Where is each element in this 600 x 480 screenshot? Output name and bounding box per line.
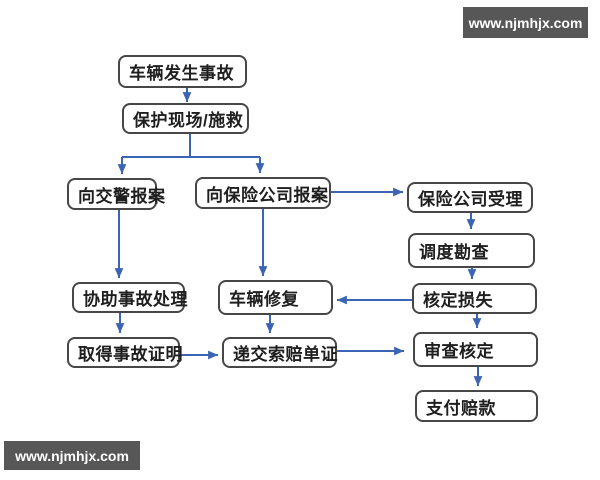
flow-node-insurer-accept: 保险公司受理	[407, 182, 533, 213]
flow-node-submit-claim-docs: 递交索赔单证	[222, 337, 338, 368]
watermark-top-right: www.njmhjx.com	[463, 7, 588, 38]
flow-node-accident: 车辆发生事故	[118, 55, 247, 88]
flow-node-report-police: 向交警报案	[67, 178, 165, 210]
flow-node-pay-compensation: 支付赔款	[415, 390, 538, 422]
flow-node-report-insurer: 向保险公司报案	[195, 177, 331, 209]
flow-node-review-verify: 审查核定	[413, 332, 538, 367]
flow-node-assess-loss: 核定损失	[412, 283, 537, 314]
flow-node-assist-handling: 协助事故处理	[72, 282, 188, 313]
connector-protect-split	[122, 133, 260, 158]
flow-node-dispatch-survey: 调度勘查	[408, 233, 535, 268]
flow-node-vehicle-repair: 车辆修复	[218, 280, 333, 315]
flow-node-protect-scene: 保护现场/施救	[122, 103, 249, 134]
watermark-bottom-left: www.njmhjx.com	[4, 441, 140, 470]
flow-node-accident-certificate: 取得事故证明	[67, 337, 183, 368]
